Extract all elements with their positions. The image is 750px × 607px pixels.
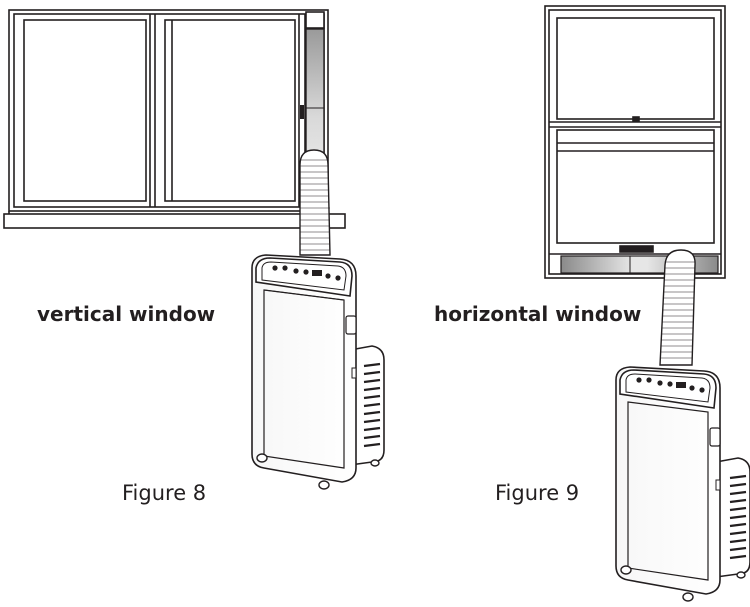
- exhaust-hose-left: [300, 150, 330, 255]
- exhaust-hose-right: [660, 250, 695, 365]
- figure-8-caption: Figure 8: [122, 481, 206, 505]
- portable-air-conditioner-left: [252, 255, 384, 489]
- sliding-window-left: [4, 10, 345, 228]
- vertical-window-label: vertical window: [37, 302, 215, 326]
- double-hung-window-right: [545, 6, 725, 278]
- horizontal-window-label: horizontal window: [434, 302, 641, 326]
- portable-air-conditioner-right: [616, 367, 750, 601]
- figure-9-caption: Figure 9: [495, 481, 579, 505]
